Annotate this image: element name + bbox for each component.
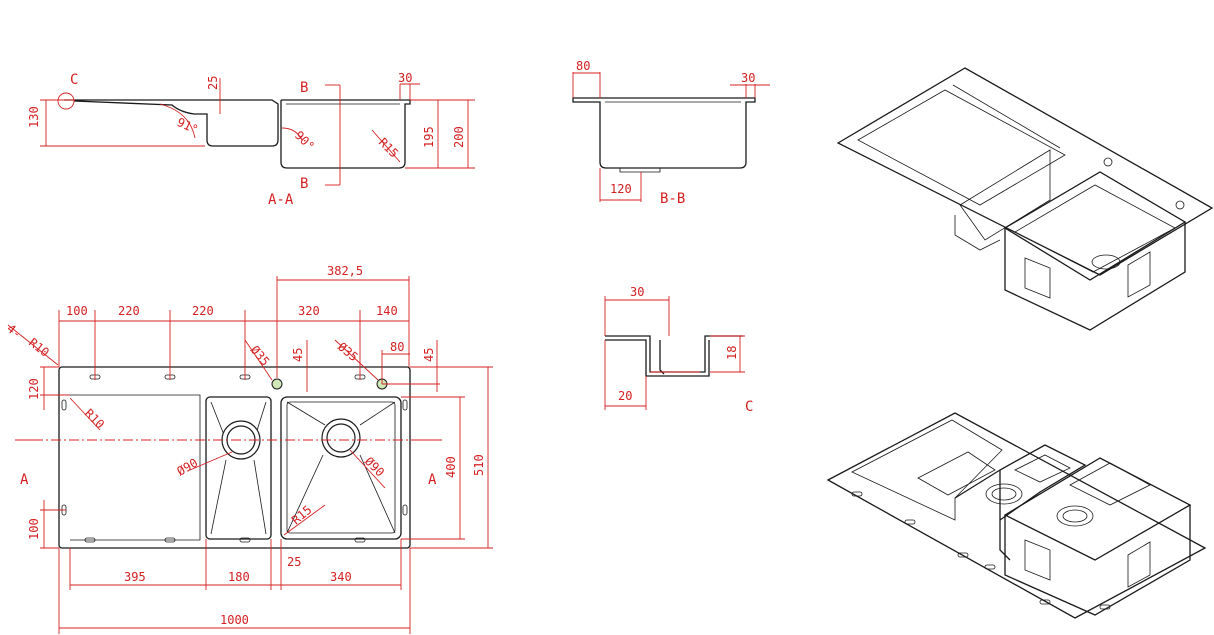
dia-35-left: Ø35	[248, 343, 273, 369]
dim-220-a: 220	[118, 304, 140, 318]
section-aa: C 130 25 91° 90° B B R15 30 195 200	[27, 71, 475, 208]
section-b-bottom: B	[300, 176, 308, 192]
section-bb-label: B-B	[660, 191, 685, 207]
dim-400: 400	[444, 456, 458, 478]
dia-90-left: Ø90	[175, 456, 201, 479]
drain-hole-large-inner	[326, 423, 356, 453]
mounting-clips	[61, 374, 408, 543]
dim-140: 140	[376, 304, 398, 318]
detail-c-label: C	[745, 399, 753, 415]
dim-aa-130: 130	[27, 106, 41, 128]
dim-510: 510	[472, 454, 486, 476]
dim-45-right: 45	[422, 348, 436, 362]
dim-395: 395	[124, 570, 146, 584]
dim-c-18: 18	[725, 346, 739, 360]
dia-90-right: Ø90	[362, 454, 387, 479]
tap-hole-left	[271, 378, 283, 390]
section-bb: 80 30 120 B-B	[572, 59, 770, 207]
dim-c-30: 30	[630, 285, 644, 299]
radius-r10-inner: R10	[82, 406, 107, 431]
section-b-top: B	[300, 80, 308, 96]
dim-100-side: 100	[27, 518, 41, 540]
dim-100-top: 100	[66, 304, 88, 318]
detail-c-marker: C	[70, 72, 78, 88]
section-a-right: A	[428, 472, 437, 488]
dim-c-20: 20	[618, 389, 632, 403]
dim-bb-30: 30	[741, 71, 755, 85]
radius-r15-plan: R15	[289, 503, 315, 528]
dim-340: 340	[330, 570, 352, 584]
iso-view-bottom	[826, 412, 1207, 619]
dim-aa-25: 25	[206, 76, 220, 90]
section-aa-label: A-A	[268, 192, 294, 208]
dim-45-left: 45	[291, 348, 305, 362]
radius-r10-corner: R10	[26, 335, 52, 359]
dim-1000: 1000	[220, 613, 249, 627]
dim-382-5: 382,5	[327, 264, 363, 278]
dim-120-left: 120	[27, 378, 41, 400]
dim-bb-80: 80	[576, 59, 590, 73]
dim-bb-120: 120	[610, 182, 632, 196]
dim-25: 25	[287, 555, 301, 569]
dim-220-b: 220	[192, 304, 214, 318]
dim-aa-200: 200	[452, 126, 466, 148]
detail-c: 30 18 20 C	[604, 285, 753, 415]
plan-view: A A 382,5 100 220 220 320 140 4- R10 Ø35…	[4, 264, 493, 634]
dim-180: 180	[228, 570, 250, 584]
dim-aa-195: 195	[422, 126, 436, 148]
section-a-left: A	[20, 472, 29, 488]
prefix-4: 4-	[4, 321, 24, 341]
dim-80-plan: 80	[390, 340, 404, 354]
dim-aa-30: 30	[398, 71, 412, 85]
dim-320: 320	[298, 304, 320, 318]
detail-c-marker-circle	[57, 92, 75, 110]
iso-view-top	[836, 67, 1214, 331]
angle-aa-91: 91°	[175, 115, 201, 137]
